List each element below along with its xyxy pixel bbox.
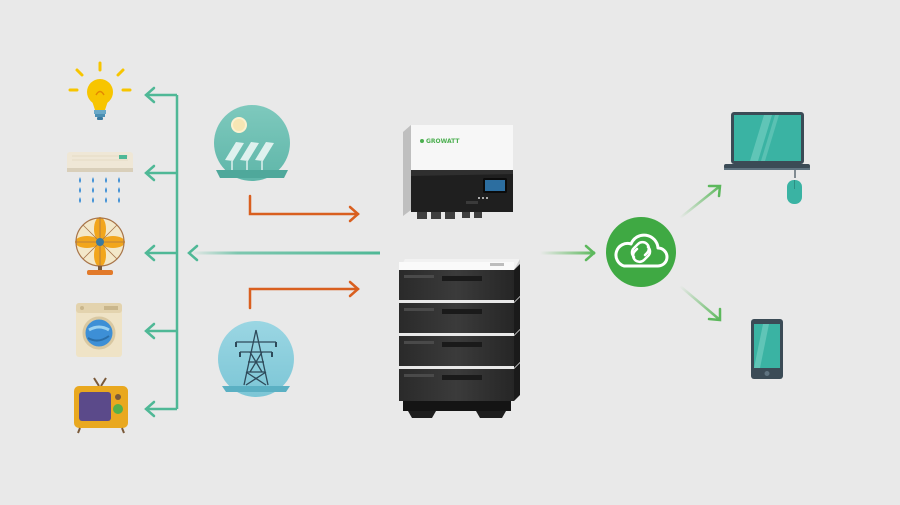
solar-to-inverter-arrow — [248, 194, 360, 223]
cloud-to-phone-arrow — [679, 285, 722, 322]
storage-to-cloud-arrow — [540, 251, 595, 255]
grid-to-storage-arrow — [248, 280, 360, 310]
load-distribution-arrows — [144, 86, 380, 418]
fan-icon — [75, 217, 125, 275]
laptop-icon — [724, 112, 810, 204]
cloud-to-laptop-arrow — [679, 184, 722, 219]
battery-module — [399, 336, 514, 368]
power-grid-tower-icon — [218, 321, 294, 397]
cloud-link-icon — [606, 217, 676, 287]
hybrid-inverter: GROWATT — [403, 125, 513, 219]
battery-module — [399, 369, 514, 401]
light-bulb-icon — [68, 61, 132, 120]
inverter-brand-label: GROWATT — [426, 138, 460, 145]
smartphone-icon — [751, 319, 783, 379]
battery-module — [399, 303, 514, 335]
battery-module — [399, 270, 514, 302]
battery-storage-stack — [399, 259, 520, 418]
television-icon — [74, 377, 128, 434]
air-conditioner-icon — [67, 152, 133, 203]
washing-machine-icon — [76, 303, 122, 357]
solar-panel-icon — [214, 105, 290, 181]
storage-to-loads-arrow — [190, 251, 380, 255]
